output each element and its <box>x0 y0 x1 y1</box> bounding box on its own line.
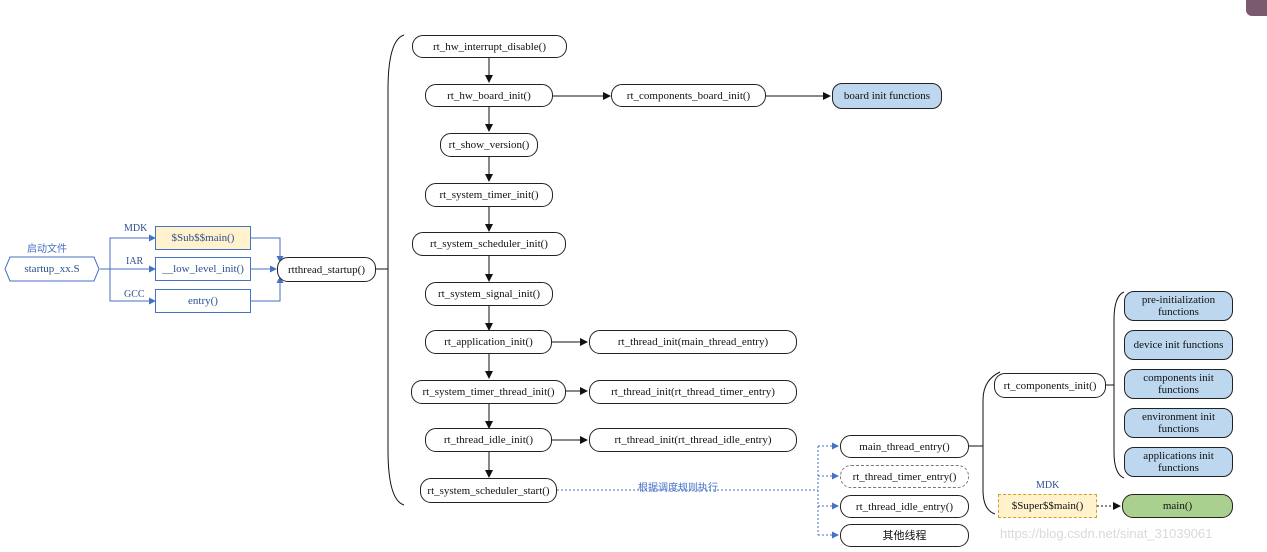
compiler-label-mdk: MDK <box>124 223 148 234</box>
seq-node-timer-init: rt_system_timer_init() <box>425 183 553 207</box>
entry-box: entry() <box>155 289 251 313</box>
pre-init-functions-node: pre-initialization functions <box>1124 291 1233 321</box>
watermark-text: https://blog.csdn.net/sinat_31039061 <box>1000 526 1213 541</box>
seq-node-hw-board-init: rt_hw_board_init() <box>425 84 553 107</box>
corner-badge <box>1246 0 1267 16</box>
components-board-init-node: rt_components_board_init() <box>611 84 766 107</box>
thread-other-node: 其他线程 <box>840 524 969 547</box>
rtthread-startup-node: rtthread_startup() <box>277 257 376 282</box>
components-init-node: rt_components_init() <box>994 373 1106 398</box>
compiler-label-gcc: GCC <box>124 289 145 300</box>
super-main-box: $Super$$main() <box>998 494 1097 518</box>
seq-node-interrupt-disable: rt_hw_interrupt_disable() <box>412 35 567 58</box>
seq-node-signal-init: rt_system_signal_init() <box>425 282 553 306</box>
device-init-functions-node: device init functions <box>1124 330 1233 360</box>
board-init-functions-node: board init functions <box>832 83 942 109</box>
applications-init-functions-node: applications init functions <box>1124 447 1233 477</box>
seq-node-scheduler-init: rt_system_scheduler_init() <box>412 232 566 256</box>
sub-main-box: $Sub$$main() <box>155 226 251 250</box>
thread-init-main-node: rt_thread_init(main_thread_entry) <box>589 330 797 354</box>
scheduler-note-label: 根据调度规则执行 <box>638 483 718 494</box>
environment-init-functions-node: environment init functions <box>1124 408 1233 438</box>
main-node: main() <box>1122 494 1233 518</box>
main-compiler-label: MDK <box>1036 480 1060 491</box>
hexagon-shape <box>4 256 100 282</box>
seq-node-show-version: rt_show_version() <box>440 133 538 157</box>
seq-node-idle-init: rt_thread_idle_init() <box>425 428 552 452</box>
thread-init-idle-node: rt_thread_init(rt_thread_idle_entry) <box>589 428 797 452</box>
thread-main-entry-node: main_thread_entry() <box>840 435 969 458</box>
thread-idle-entry-node: rt_thread_idle_entry() <box>840 495 969 518</box>
thread-timer-entry-node: rt_thread_timer_entry() <box>840 465 969 488</box>
seq-node-timer-thread-init: rt_system_timer_thread_init() <box>411 380 566 404</box>
seq-node-scheduler-start: rt_system_scheduler_start() <box>420 478 557 503</box>
seq-node-application-init: rt_application_init() <box>425 330 552 354</box>
startup-file-label: 启动文件 <box>27 244 67 255</box>
low-level-init-box: __low_level_init() <box>155 257 251 281</box>
startup-file-node: startup_xx.S <box>4 256 100 282</box>
components-init-functions-node: components init functions <box>1124 369 1233 399</box>
compiler-label-iar: IAR <box>126 256 144 267</box>
thread-init-timer-node: rt_thread_init(rt_thread_timer_entry) <box>589 380 797 404</box>
startup-file-name: startup_xx.S <box>24 263 80 275</box>
